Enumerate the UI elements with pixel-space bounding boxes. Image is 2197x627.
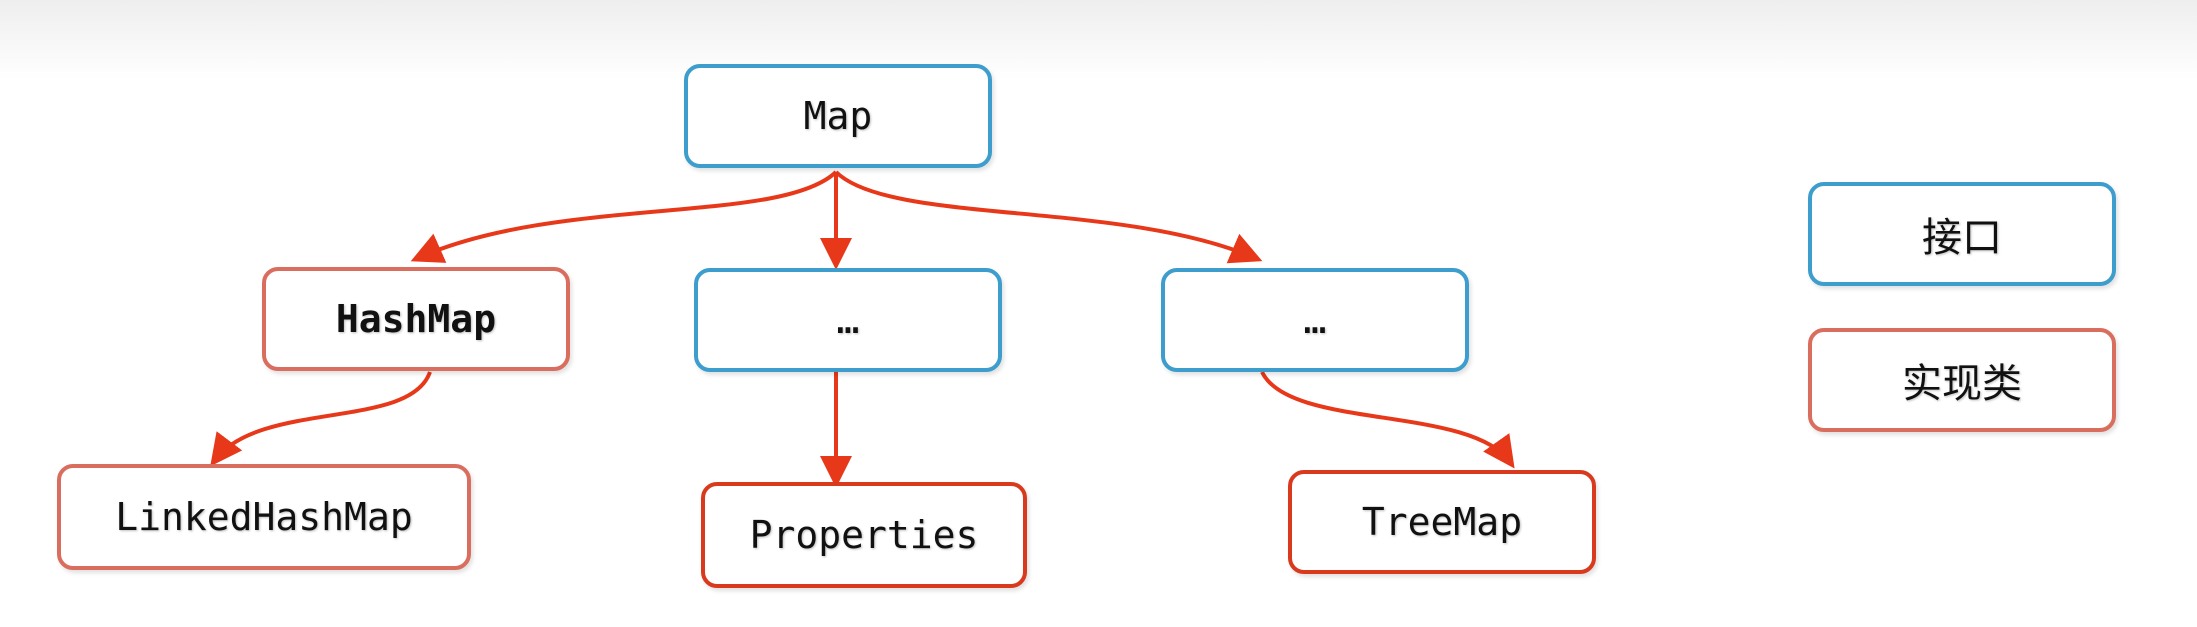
- legend-implementation-label: 实现类: [1902, 361, 2022, 407]
- edge-map-to-hashmap: [410, 170, 838, 263]
- node-linkedhashmap: LinkedHashMap: [57, 464, 471, 570]
- edge-hashmap-to-linkedhashmap: [210, 371, 432, 467]
- node-hashmap-label: HashMap: [335, 297, 497, 341]
- node-treemap-label: TreeMap: [1361, 500, 1523, 544]
- node-ellipsis-right-label: …: [1303, 298, 1327, 342]
- edge-map-to-ellipsis-right: [834, 170, 1263, 264]
- node-ellipsis-middle-label: …: [836, 298, 860, 342]
- node-ellipsis-middle: …: [694, 268, 1002, 372]
- node-properties-label: Properties: [749, 513, 979, 557]
- node-linkedhashmap-label: LinkedHashMap: [115, 495, 413, 539]
- edge-ellipsis-right-to-treemap: [1260, 371, 1515, 469]
- legend-interface-box: 接口: [1808, 182, 2116, 286]
- node-treemap: TreeMap: [1288, 470, 1596, 574]
- node-hashmap: HashMap: [262, 267, 570, 371]
- node-map-label: Map: [803, 94, 873, 138]
- node-map: Map: [684, 64, 992, 168]
- legend-interface-label: 接口: [1922, 215, 2002, 261]
- header-band: [0, 0, 2197, 80]
- node-ellipsis-right: …: [1161, 268, 1469, 372]
- legend-implementation-box: 实现类: [1808, 328, 2116, 432]
- node-properties: Properties: [701, 482, 1027, 588]
